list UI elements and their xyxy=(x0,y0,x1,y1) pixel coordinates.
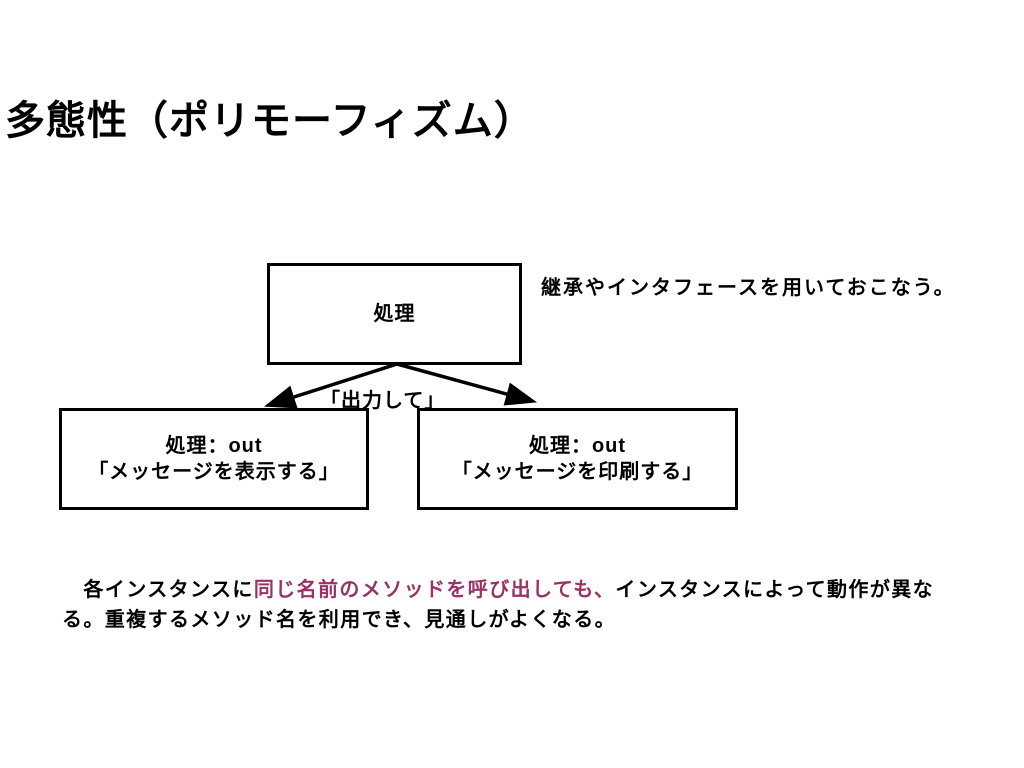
left-child-box: 処理：out 「メッセージを表示する」 xyxy=(59,408,369,510)
parent-process-box: 処理 xyxy=(267,263,522,365)
inheritance-note-text: 継承やインタフェースを用いておこなう。 xyxy=(541,277,956,299)
summary-text-line2: る。重複するメソッド名を利用でき、見通しがよくなる。 xyxy=(62,609,616,631)
right-child-box-line2: 「メッセージを印刷する」 xyxy=(451,461,704,483)
summary-text-black-end: インスタンスによって動作が異な xyxy=(615,579,935,601)
edge-label-output: 「出力して」 xyxy=(320,390,446,412)
summary-paragraph-line2: る。重複するメソッド名を利用でき、見通しがよくなる。 xyxy=(62,605,982,635)
summary-paragraph: 各インスタンスに同じ名前のメソッドを呼び出しても、インスタンスによって動作が異な… xyxy=(62,575,982,635)
left-child-box-line2: 「メッセージを表示する」 xyxy=(88,461,340,483)
page-title: 多態性（ポリモーフィズム） xyxy=(5,99,535,143)
summary-text-black-start: 各インスタンスに xyxy=(62,579,254,601)
right-child-box: 処理：out 「メッセージを印刷する」 xyxy=(417,408,738,510)
summary-paragraph-line1: 各インスタンスに同じ名前のメソッドを呼び出しても、インスタンスによって動作が異な xyxy=(62,575,982,605)
parent-process-box-label: 処理 xyxy=(373,303,416,325)
left-child-box-line1: 処理：out xyxy=(165,435,263,457)
summary-text-accent: 同じ名前のメソッドを呼び出しても、 xyxy=(253,579,616,601)
right-child-box-line1: 処理：out xyxy=(528,435,627,457)
